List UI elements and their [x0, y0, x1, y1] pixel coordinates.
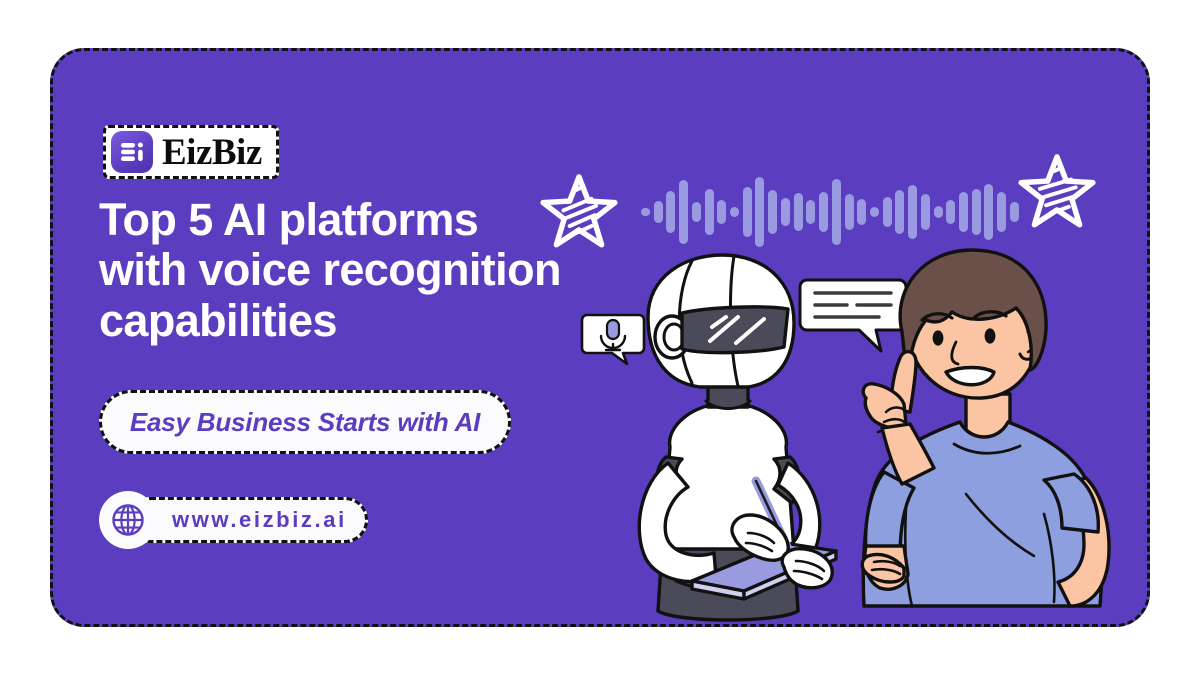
list-bars-i-icon	[111, 131, 153, 173]
waveform-bar	[806, 200, 816, 224]
tagline-text: Easy Business Starts with AI	[129, 406, 481, 437]
waveform-bar	[666, 191, 676, 233]
website-link[interactable]: www.eizbiz.ai	[99, 491, 368, 549]
waveform-bar	[819, 192, 829, 232]
waveform-bar	[933, 206, 943, 218]
headline-line-1: Top 5 AI platforms	[99, 194, 479, 245]
chat-message-bubble	[798, 277, 908, 355]
waveform-bar	[908, 185, 918, 239]
banner-card: EizBiz Top 5 AI platforms with voice rec…	[50, 48, 1150, 627]
waveform-bar	[946, 200, 956, 224]
waveform-bar	[780, 198, 790, 226]
waveform-bar	[704, 189, 714, 235]
website-url-text: www.eizbiz.ai	[172, 507, 347, 532]
tagline-badge: Easy Business Starts with AI	[99, 390, 511, 454]
star-sketch-icon-right	[1018, 153, 1096, 231]
waveform-bar	[793, 193, 803, 231]
waveform-bar	[755, 177, 765, 247]
brand-logo[interactable]: EizBiz	[103, 125, 279, 179]
brand-name: EizBiz	[162, 131, 262, 173]
waveform-bar	[971, 189, 981, 235]
waveform-bar	[857, 199, 867, 225]
waveform-bar	[1009, 202, 1019, 222]
waveform-bar	[717, 200, 727, 224]
microphone-speech-bubble	[580, 311, 646, 367]
waveform-bar	[895, 190, 905, 234]
waveform-bar	[882, 197, 892, 227]
headline-line-3: capabilities	[99, 294, 338, 346]
globe-icon	[99, 491, 157, 549]
waveform-bar	[742, 187, 752, 237]
waveform-bar	[768, 190, 778, 234]
waveform-bar	[844, 194, 854, 230]
website-url-pill[interactable]: www.eizbiz.ai	[127, 497, 368, 543]
waveform-bar	[679, 180, 689, 244]
headline-line-2: with voice recognition	[99, 244, 561, 296]
waveform-bar	[691, 202, 701, 222]
waveform-bar	[730, 207, 740, 217]
waveform-bar	[641, 208, 650, 216]
waveform-bar	[984, 184, 994, 240]
waveform-bar	[869, 207, 879, 217]
waveform-bar	[997, 192, 1007, 232]
audio-waveform-icon	[641, 169, 1019, 255]
smiling-man-character	[848, 246, 1147, 624]
headline: Top 5 AI platforms with voice recognitio…	[99, 194, 719, 346]
waveform-bar	[653, 201, 663, 223]
waveform-bar	[920, 194, 930, 230]
waveform-bar	[958, 192, 968, 232]
ai-robot-character	[588, 251, 868, 624]
waveform-bar	[831, 179, 841, 245]
